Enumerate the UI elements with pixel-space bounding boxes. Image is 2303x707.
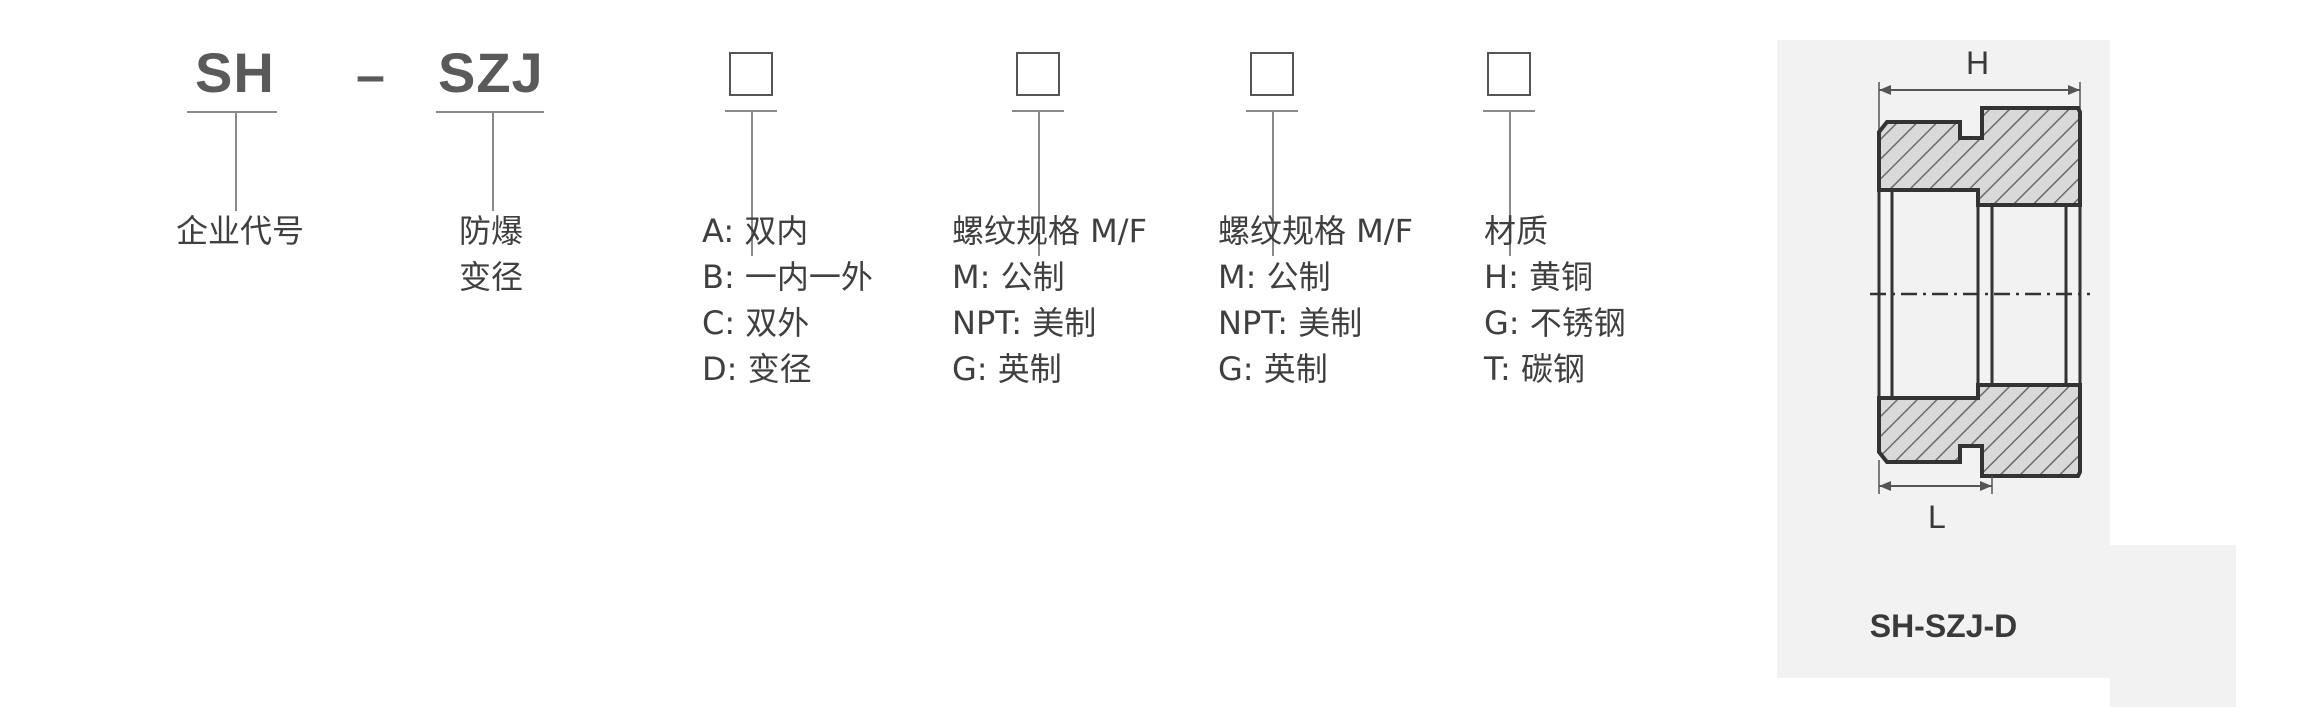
code-box-thread2 [1250,52,1294,96]
code-type: SZJ [438,41,544,104]
drawing-caption: SH-SZJ-D [1869,608,2018,644]
desc-thread1: 螺纹规格 M/F M: 公制 NPT: 美制 G: 英制 [952,208,1147,392]
stem-thread1 [1038,110,1040,256]
desc-company-line-1: 企业代号 [176,212,305,250]
code-box-thread1 [1016,52,1060,96]
desc-thread1-line-1: 螺纹规格 M/F [952,212,1147,250]
segment-type: SZJ [436,41,544,211]
fitting-cross-section-drawing: H L [1870,45,2090,535]
lower-hatched-wall [1877,383,2082,478]
desc-type: 防爆 变径 [459,208,523,300]
desc-form-line-1: A: 双内 [702,212,809,250]
dimension-h-label: H [1966,45,1989,81]
drawing-panel-extension [2110,545,2236,707]
code-box-material [1487,52,1531,96]
desc-thread2-line-3: NPT: 美制 [1218,304,1363,342]
stem-form [751,110,753,256]
dimension-l: L [1878,460,1993,535]
stem-company [235,111,237,211]
underline-company [187,111,277,113]
desc-thread2: 螺纹规格 M/F M: 公制 NPT: 美制 G: 英制 [1218,208,1413,392]
desc-material-line-1: 材质 [1484,212,1549,250]
desc-form-line-3: C: 双外 [702,304,810,342]
desc-form: A: 双内 B: 一内一外 C: 双外 D: 变径 [702,208,873,392]
desc-form-line-4: D: 变径 [702,350,812,388]
stem-thread2 [1272,110,1274,256]
stem-material [1509,110,1511,256]
desc-thread2-line-2: M: 公制 [1218,258,1331,296]
desc-thread1-line-2: M: 公制 [952,258,1065,296]
desc-material: 材质 H: 黄铜 G: 不锈钢 T: 碳钢 [1484,208,1626,392]
dimension-h: H [1878,45,2081,130]
desc-thread2-line-1: 螺纹规格 M/F [1218,212,1413,250]
code-company: SH [195,41,275,104]
segment-company: SH [187,41,277,211]
underline-type [436,111,544,113]
desc-thread1-line-4: G: 英制 [952,350,1062,388]
desc-type-line-1: 防爆 [459,212,524,250]
desc-form-line-2: B: 一内一外 [702,258,873,296]
desc-thread1-line-3: NPT: 美制 [952,304,1097,342]
code-dash: – [356,47,385,105]
desc-material-line-2: H: 黄铜 [1484,258,1594,296]
desc-company: 企业代号 [176,208,304,254]
desc-type-line-2: 变径 [459,258,524,296]
desc-material-line-3: G: 不锈钢 [1484,304,1626,342]
desc-thread2-line-4: G: 英制 [1218,350,1328,388]
dimension-l-label: L [1928,499,1946,535]
stem-type [492,111,494,211]
code-box-form [729,52,773,96]
desc-material-line-4: T: 碳钢 [1484,350,1585,388]
